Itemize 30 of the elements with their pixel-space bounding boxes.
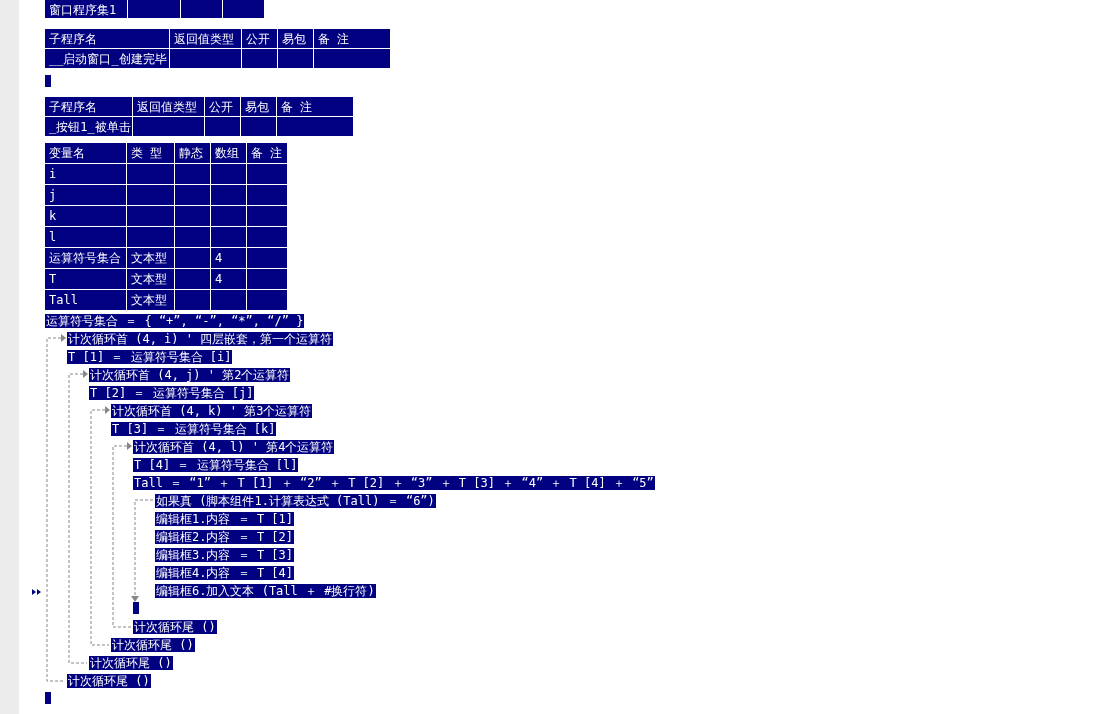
table-cell: T — [45, 269, 126, 289]
table-cell: l — [45, 227, 126, 247]
table-cell: 公开 — [242, 29, 277, 48]
table-cell: Tall — [45, 290, 126, 310]
table-cell: i — [45, 164, 126, 184]
table-cell: 变量名 — [45, 143, 126, 163]
table-cell: __启动窗口_创建完毕 — [45, 49, 169, 68]
table-cell: 返回值类型 — [133, 97, 204, 116]
table-cell: 文本型 — [127, 290, 174, 310]
table-cell: 4 — [211, 248, 246, 268]
table-cell: 窗口程序集1 — [45, 0, 127, 18]
table-cell: 备 注 — [314, 29, 390, 48]
table-cell: 文本型 — [127, 248, 174, 268]
table-cell: 子程序名 — [45, 29, 169, 48]
table-cell: 易包 — [278, 29, 313, 48]
table-cell: 4 — [211, 269, 246, 289]
table-cell: 备 注 — [277, 97, 353, 116]
table-cell: 文本型 — [127, 269, 174, 289]
table-cell: 类 型 — [127, 143, 174, 163]
table-cell: k — [45, 206, 126, 226]
table-cell: 运算符号集合 — [45, 248, 126, 268]
table-cell: _按钮1_被单击 — [45, 117, 132, 136]
table-cell: 子程序名 — [45, 97, 132, 116]
table-cell: 易包 — [241, 97, 276, 116]
table-cell: 备 注 — [247, 143, 287, 163]
table-cell: 返回值类型 — [170, 29, 241, 48]
table-cell: 数组 — [211, 143, 246, 163]
table-cell: 公开 — [205, 97, 240, 116]
table-cell: j — [45, 185, 126, 205]
table-cell: 静态 — [175, 143, 210, 163]
